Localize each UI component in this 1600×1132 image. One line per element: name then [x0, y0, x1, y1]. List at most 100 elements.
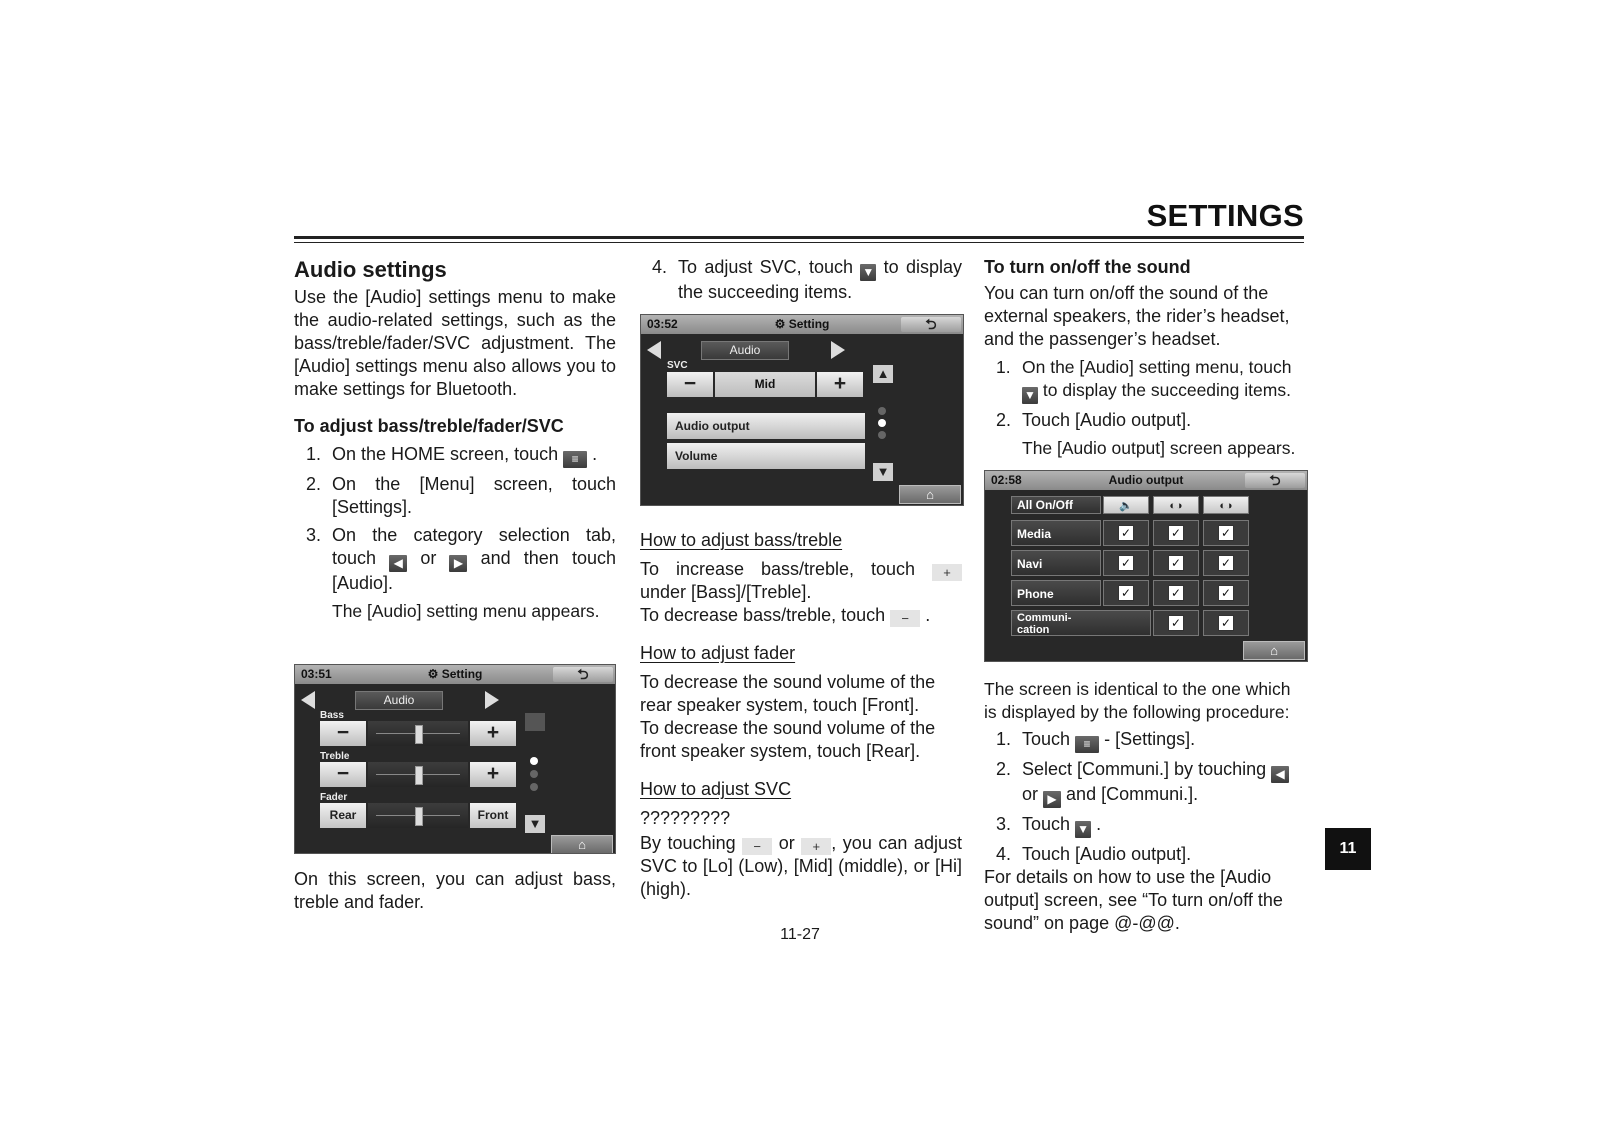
fader-front-button[interactable]: Front	[470, 803, 516, 828]
scroll-down-icon[interactable]: ▼	[873, 463, 893, 481]
category-prev-icon[interactable]	[301, 691, 315, 709]
arrow-right-icon: ▶	[449, 555, 468, 572]
heading-adjust-fader: How to adjust fader	[640, 643, 796, 663]
minus-icon: −	[890, 610, 921, 627]
svc-text: By touching − or +, you can adjust SVC t…	[640, 833, 962, 899]
fader-rear-button[interactable]: Rear	[320, 803, 366, 828]
column-left: Audio settings Use the [Audio] settings …	[294, 256, 616, 623]
checkbox[interactable]: ✓	[1153, 550, 1199, 576]
category-tab[interactable]: Audio	[701, 341, 789, 360]
bass-label: Bass	[320, 710, 344, 721]
subheading-bass-treble: To adjust bass/treble/fader/SVC	[294, 416, 564, 436]
sound-intro: You can turn on/off the sound of the ext…	[984, 283, 1290, 349]
slider-knob[interactable]	[415, 725, 423, 744]
checkbox[interactable]: ✓	[1103, 520, 1149, 546]
screen-topbar: 03:51 ⚙ Setting ⮌	[295, 665, 615, 684]
page-dot	[878, 407, 886, 415]
step-3: 3.On the category selection tab, touch ◀…	[306, 525, 616, 593]
gear-icon: ⚙	[774, 317, 786, 331]
column-middle-lower: How to adjust bass/treble To increase ba…	[640, 530, 962, 899]
bass-slider[interactable]	[368, 721, 468, 746]
scroll-up-icon[interactable]	[525, 713, 545, 731]
intro-paragraph: Use the [Audio] settings menu to make th…	[294, 287, 616, 399]
screen-title: Setting	[441, 667, 483, 681]
slider-knob[interactable]	[415, 807, 423, 826]
screen-svc: 03:52 ⚙ Setting ⮌ Audio SVC − Mid + Audi…	[640, 314, 964, 506]
back-icon[interactable]: ⮌	[1245, 473, 1305, 488]
checkbox[interactable]: ✓	[1153, 520, 1199, 546]
treble-plus-button[interactable]: +	[470, 762, 516, 787]
category-tab[interactable]: Audio	[355, 691, 443, 710]
arrow-left-icon: ◀	[389, 555, 408, 572]
treble-minus-button[interactable]: −	[320, 762, 366, 787]
step-4: 4.To adjust SVC, touch ▼ to display the …	[652, 257, 962, 302]
screen-title: Setting	[788, 317, 830, 331]
volume-button[interactable]: Volume	[667, 443, 865, 469]
svc-plus-button[interactable]: +	[817, 372, 863, 397]
category-next-icon[interactable]	[485, 691, 499, 709]
after-screen-text: On this screen, you can adjust bass, tre…	[294, 869, 616, 912]
back-icon[interactable]: ⮌	[553, 667, 613, 682]
checkbox[interactable]: ✓	[1203, 610, 1249, 636]
plus-icon: +	[931, 564, 962, 581]
identical-text: The screen is identical to the one which…	[984, 679, 1291, 722]
clock: 03:51	[301, 667, 332, 681]
checkbox[interactable]: ✓	[1103, 580, 1149, 606]
proc-step-3: 3.Touch ▼ .	[996, 814, 1102, 838]
steps-list: 1.On the HOME screen, touch ≡ . 2.On the…	[294, 443, 616, 595]
scroll-up-icon[interactable]: ▲	[873, 365, 893, 383]
treble-slider[interactable]	[368, 762, 468, 787]
home-icon[interactable]: ⌂	[1243, 641, 1305, 660]
proc-step-4: 4.Touch [Audio output].	[996, 844, 1192, 864]
note-menu-appears: The [Audio] setting menu appears.	[332, 601, 600, 621]
checkbox[interactable]: ✓	[1103, 550, 1149, 576]
category-prev-icon[interactable]	[647, 341, 661, 359]
back-icon[interactable]: ⮌	[901, 317, 961, 332]
heading-adjust-svc: How to adjust SVC	[640, 779, 792, 799]
column-right: To turn on/off the sound You can turn on…	[984, 256, 1306, 460]
page-dot	[878, 419, 886, 427]
page-number: 11-27	[780, 926, 820, 943]
checkbox[interactable]: ✓	[1153, 610, 1199, 636]
all-on-off-button[interactable]: All On/Off	[1011, 496, 1101, 514]
heading-adjust-bass: How to adjust bass/treble	[640, 530, 843, 550]
screen-audio-settings: 03:51 ⚙ Setting ⮌ Audio Bass − + Treble …	[294, 664, 616, 854]
checkbox[interactable]: ✓	[1153, 580, 1199, 606]
svc-placeholder: ?????????	[640, 808, 731, 828]
proc-step-1: 1.Touch ≡ - [Settings].	[996, 729, 1196, 753]
column-right-lower: The screen is identical to the one which…	[984, 678, 1306, 935]
category-next-icon[interactable]	[831, 341, 845, 359]
fader-text-1: To decrease the sound volume of the rear…	[640, 672, 936, 715]
proc-step-2: 2.Select [Communi.] by touching ◀ or ▶ a…	[984, 758, 1306, 808]
row-media: Media	[1011, 520, 1101, 546]
screen-title: Audio output	[1108, 473, 1184, 487]
arrow-down-icon: ▼	[1022, 387, 1038, 404]
fader-text-2: To decrease the sound volume of the fron…	[640, 718, 936, 761]
page-dot	[530, 783, 538, 791]
step-2: 2.Touch [Audio output].	[996, 410, 1192, 430]
row-communication: Communi- cation	[1011, 610, 1151, 636]
checkbox[interactable]: ✓	[1203, 550, 1249, 576]
minus-icon: −	[742, 838, 773, 855]
fader-slider[interactable]	[368, 803, 468, 828]
clock: 03:52	[647, 317, 678, 331]
treble-label: Treble	[320, 751, 350, 762]
home-icon[interactable]: ⌂	[899, 485, 961, 504]
bass-plus-button[interactable]: +	[470, 721, 516, 746]
scroll-down-icon[interactable]: ▼	[525, 815, 545, 833]
slider-knob[interactable]	[415, 766, 423, 785]
screen-audio-output: 02:58 Audio output ⮌ All On/Off 🔈 ◐◑ ◐◑ …	[984, 470, 1308, 662]
svc-minus-button[interactable]: −	[667, 372, 713, 397]
bass-minus-button[interactable]: −	[320, 721, 366, 746]
column-middle: 4.To adjust SVC, touch ▼ to display the …	[640, 256, 962, 309]
checkbox[interactable]: ✓	[1203, 520, 1249, 546]
step-2: 2.On the [Menu] screen, touch [Settings]…	[306, 474, 616, 517]
speaker-icon: 🔈	[1103, 496, 1149, 514]
rider-headset-icon: ◐◑	[1153, 496, 1199, 514]
checkbox[interactable]: ✓	[1203, 580, 1249, 606]
svc-label: SVC	[667, 360, 688, 371]
note-output-appears: The [Audio output] screen appears.	[1022, 438, 1296, 458]
audio-output-button[interactable]: Audio output	[667, 413, 865, 439]
home-icon[interactable]: ⌂	[551, 835, 613, 853]
passenger-headset-icon: ◐◑	[1203, 496, 1249, 514]
